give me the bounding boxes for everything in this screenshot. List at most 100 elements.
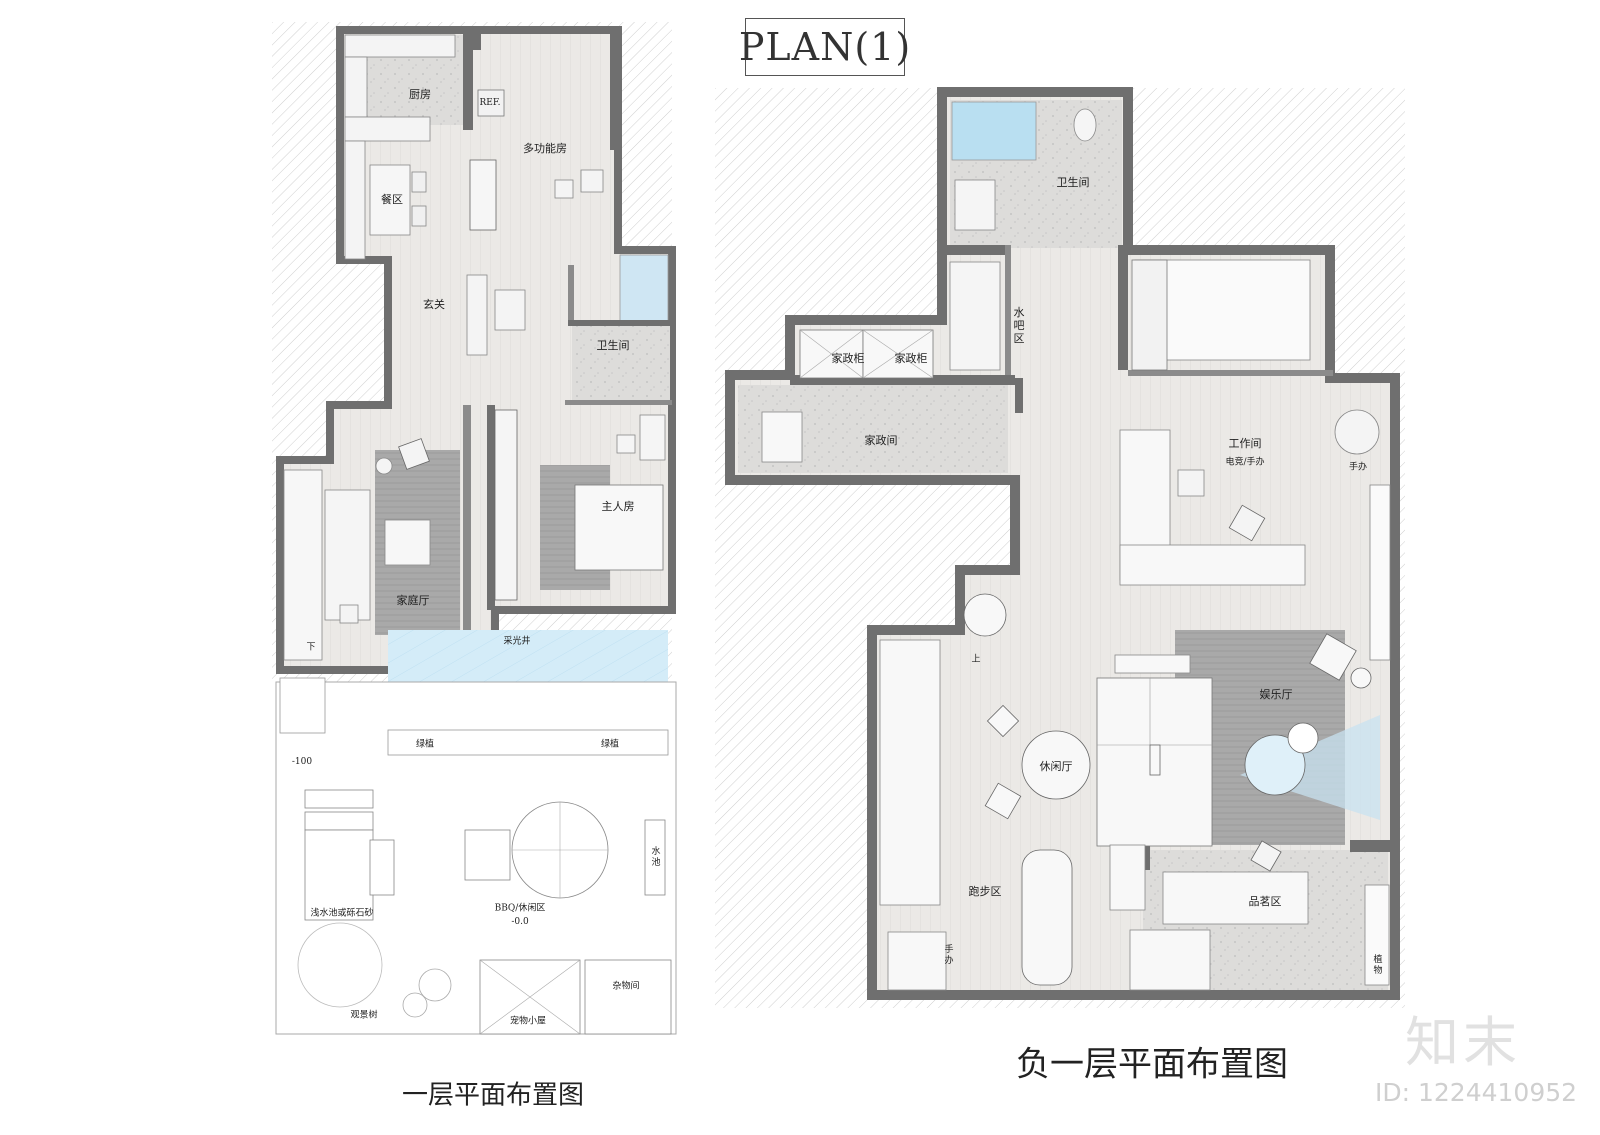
watermark-id: ID: 1224410952 bbox=[1375, 1078, 1578, 1107]
cabinet-cross bbox=[862, 329, 934, 379]
watermark-logo: 知末 bbox=[1405, 1011, 1521, 1074]
shelving bbox=[469, 159, 497, 231]
low-cabinet bbox=[1129, 929, 1211, 991]
bed bbox=[574, 484, 664, 571]
room-label-water-bar: 水吧区 bbox=[1012, 306, 1025, 346]
desk bbox=[580, 169, 604, 193]
room-label-master: 主人房 bbox=[601, 500, 635, 513]
label-stair-down: 下 bbox=[306, 642, 316, 653]
planter bbox=[304, 789, 374, 809]
label-greenery-right: 绿植 bbox=[600, 739, 620, 750]
armchair bbox=[1309, 633, 1357, 681]
coffee-table bbox=[384, 519, 431, 566]
basement-plan bbox=[715, 87, 1405, 1008]
label-bbq: BBQ/休闲区 bbox=[494, 903, 546, 914]
room-label-workroom: 工作间 bbox=[1228, 437, 1262, 450]
planter-strip bbox=[387, 729, 669, 756]
wardrobe bbox=[494, 409, 518, 601]
toilet bbox=[1073, 108, 1097, 142]
laundry bbox=[761, 411, 803, 463]
wall bbox=[568, 265, 574, 325]
foyer-cabinet bbox=[494, 289, 526, 331]
treadmill bbox=[1021, 849, 1073, 986]
shower-glass bbox=[619, 254, 669, 324]
shelf bbox=[1131, 259, 1168, 371]
label-lightwell: 采光井 bbox=[503, 636, 531, 647]
armchair bbox=[398, 438, 430, 470]
label-cabinet-2: 家政柜 bbox=[894, 352, 928, 365]
chair bbox=[984, 782, 1022, 820]
chair bbox=[411, 171, 427, 193]
planter bbox=[304, 811, 374, 831]
desk bbox=[1119, 544, 1306, 586]
label-storage: 杂物间 bbox=[612, 981, 640, 992]
chair bbox=[1177, 469, 1205, 497]
ottoman bbox=[616, 434, 636, 454]
foyer-cabinet bbox=[466, 274, 488, 356]
figure-display bbox=[887, 931, 947, 991]
label-pet-house: 宠物小屋 bbox=[509, 1016, 547, 1027]
wall bbox=[568, 320, 672, 326]
bench bbox=[369, 839, 395, 896]
room-label-lounge: 休闲厅 bbox=[1039, 760, 1073, 773]
pet-house-roof bbox=[479, 959, 581, 1035]
ottoman bbox=[1287, 722, 1319, 754]
room-label-dining: 餐区 bbox=[381, 193, 403, 206]
dining-table bbox=[369, 164, 411, 236]
shower-glass bbox=[951, 101, 1037, 161]
chair bbox=[411, 205, 427, 227]
figure-display bbox=[1369, 484, 1391, 661]
stair bbox=[879, 639, 941, 906]
kitchen-counter bbox=[344, 56, 368, 118]
wall bbox=[1015, 378, 1023, 413]
shrub bbox=[418, 968, 452, 1002]
wall bbox=[463, 405, 471, 665]
label-level-mark: -100 bbox=[291, 757, 313, 767]
label-stair-up: 上 bbox=[971, 654, 981, 665]
side-cabinet bbox=[1109, 844, 1146, 911]
chair bbox=[986, 704, 1020, 738]
refrigerator bbox=[477, 89, 505, 117]
label-plants: 植物 bbox=[1371, 954, 1382, 976]
room-label-family: 家庭厅 bbox=[396, 594, 430, 607]
label-figures: 手办 bbox=[1348, 462, 1368, 473]
cabinet-cross bbox=[799, 329, 864, 379]
room-label-bathroom-b1: 卫生间 bbox=[1056, 176, 1090, 189]
globe-chair bbox=[963, 593, 1007, 637]
garden-steps bbox=[279, 677, 326, 734]
round-chair bbox=[1334, 409, 1380, 455]
vanity bbox=[954, 179, 996, 231]
wall bbox=[610, 30, 618, 150]
basement-caption: 负一层平面布置图 bbox=[1016, 1044, 1288, 1085]
label-landscape-tree: 观景树 bbox=[350, 1010, 378, 1021]
tea-table bbox=[1162, 871, 1309, 925]
wall bbox=[473, 30, 481, 50]
ottoman bbox=[1244, 734, 1306, 796]
stair bbox=[283, 469, 323, 661]
wall bbox=[1005, 245, 1011, 380]
room-label-foyer: 玄关 bbox=[423, 298, 445, 311]
plan-title: PLAN(1) bbox=[739, 18, 910, 76]
stool bbox=[1149, 744, 1161, 776]
label-sink: 水池 bbox=[649, 846, 660, 868]
label-figures-2: 手办 bbox=[942, 944, 953, 966]
tv-console bbox=[1114, 654, 1191, 674]
room-label-running: 跑步区 bbox=[968, 885, 1002, 898]
label-shallow-pool: 浅水池或砾石砂 bbox=[310, 908, 374, 919]
plant-display bbox=[1364, 884, 1390, 986]
kitchen-counter bbox=[344, 34, 456, 58]
wall bbox=[1128, 370, 1333, 376]
wall bbox=[565, 400, 672, 405]
room-label-kitchen: 厨房 bbox=[409, 88, 431, 101]
wall bbox=[1118, 245, 1128, 370]
storage-shed bbox=[584, 959, 672, 1035]
side-table bbox=[375, 457, 393, 475]
lounge-table bbox=[1021, 730, 1091, 800]
room-label-tea: 品茗区 bbox=[1248, 895, 1282, 908]
label-bbq-level: -0.0 bbox=[511, 917, 529, 927]
label-greenery-left: 绿植 bbox=[415, 739, 435, 750]
ground-floor-plan bbox=[272, 22, 677, 1035]
room-label-entertainment: 娱乐厅 bbox=[1259, 688, 1293, 701]
